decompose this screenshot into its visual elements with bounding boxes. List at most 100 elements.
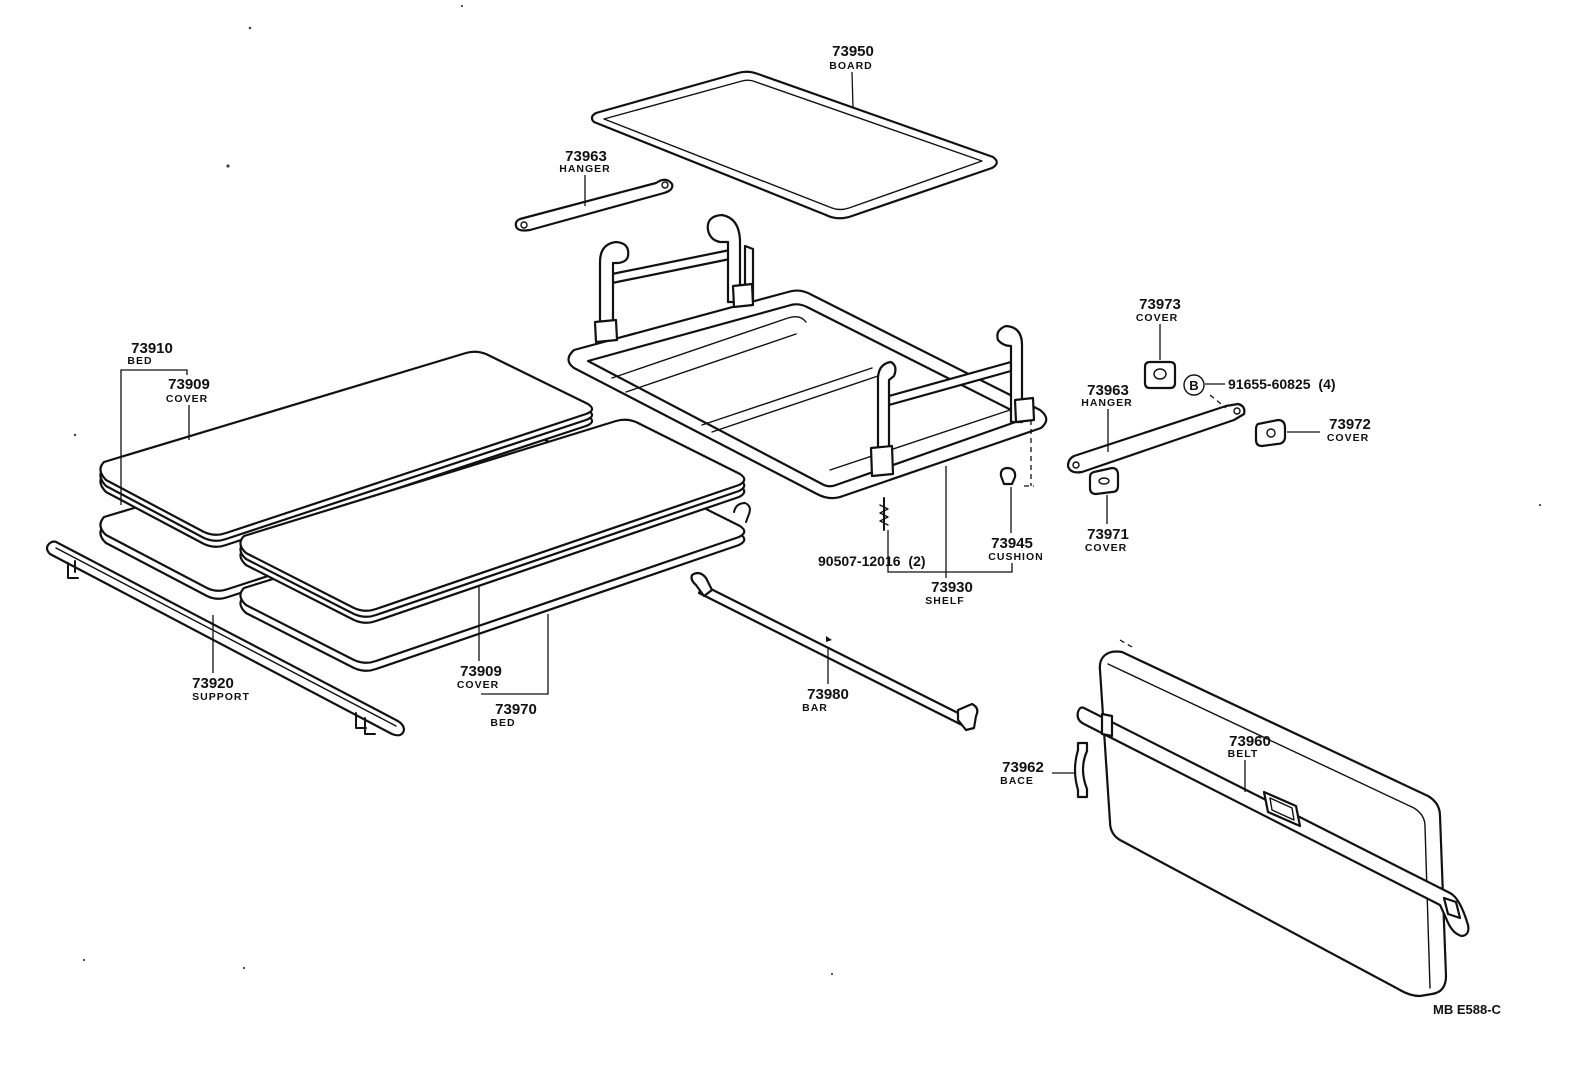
part-number: 73980: [807, 686, 849, 703]
part-name: BAR: [802, 702, 828, 714]
part-name: COVER: [457, 679, 499, 691]
cover-cap: [1143, 360, 1177, 390]
hardware-quantity: (4): [1318, 376, 1335, 392]
cover-73909-middle: [239, 418, 746, 624]
bed-hinge-clip: [733, 502, 751, 523]
part-name: HANGER: [1081, 397, 1133, 409]
part-number: 73971: [1087, 526, 1129, 543]
scan-speck: [460, 4, 464, 8]
hanger-73963-right: [1066, 402, 1246, 474]
hardware-marker-circle: [1183, 374, 1205, 396]
cover-cap-detail: [1266, 428, 1276, 438]
cover-cap-detail: [1153, 368, 1167, 380]
part-number: 73910: [131, 340, 173, 357]
cover-cap: [1254, 418, 1287, 448]
shelf-73930: [567, 213, 1048, 500]
shelf-rail: [625, 333, 797, 393]
bar-73980: [690, 571, 979, 732]
support-rail-edge: [55, 547, 397, 727]
scan-specks: [73, 4, 1542, 976]
mattress-panel: [1098, 650, 1448, 998]
part-number: 73973: [1139, 296, 1181, 313]
part-name: CUSHION: [988, 551, 1043, 563]
part-name: SHELF: [925, 595, 964, 607]
cover-cap-detail: [1098, 477, 1110, 485]
figure-code: MB E588-C: [1433, 1002, 1502, 1017]
callout-labels: 73950 BOARD 73963 HANGER 73910 BED 73909…: [127, 43, 1370, 787]
part-number: 73963: [565, 148, 607, 165]
leader-lines: [120, 71, 1320, 792]
board-outline: [590, 70, 998, 220]
shelf-bracket-post: [876, 360, 897, 472]
belt-strap: [1076, 706, 1470, 938]
part-number: 73945: [991, 535, 1033, 552]
part-number: 73930: [931, 579, 973, 596]
cover-73909-upper-left: [99, 350, 594, 548]
shelf-rail: [701, 367, 873, 426]
hanger-bar: [1066, 402, 1246, 474]
hardware-labels: B 91655-60825 (4) 90507-12016 (2): [818, 374, 1336, 569]
leader-bracket: [120, 369, 188, 505]
cushion-73945: [999, 466, 1017, 486]
scan-speck: [248, 26, 252, 30]
shelf-bracket-post: [598, 240, 630, 340]
scan-speck: [226, 164, 230, 168]
shelf-bracket-post: [996, 324, 1024, 424]
cover-cap: [1088, 466, 1120, 496]
part-name: COVER: [1136, 312, 1178, 324]
hardware-label-bolt: 90507-12016 (2): [818, 553, 926, 569]
hanger-hole: [520, 221, 528, 229]
belt-end-tip: [1442, 896, 1462, 920]
bace-73962: [1073, 741, 1089, 799]
cover-top-face: [239, 418, 746, 612]
part-name: BELT: [1228, 748, 1259, 760]
part-number: 73970: [495, 701, 537, 718]
hardware-label-b: 91655-60825 (4): [1228, 376, 1336, 392]
part-number: 73909: [168, 376, 210, 393]
leader-bracket: [887, 530, 1013, 573]
shelf-bracket-foot: [731, 282, 755, 309]
scan-speck: [1538, 503, 1542, 507]
part-name: BACE: [1000, 775, 1034, 787]
bar-end-fitting: [690, 571, 714, 598]
part-name: COVER: [1085, 542, 1127, 554]
mattress-panel-edge: [1107, 663, 1431, 989]
part-number: 73960: [1229, 733, 1271, 750]
scan-speck: [242, 966, 246, 970]
part-name: SUPPORT: [192, 691, 250, 703]
cover-73972: [1254, 418, 1287, 448]
shelf-bracket-post: [706, 213, 742, 304]
support-73920: [45, 540, 406, 737]
board-rim: [603, 79, 983, 211]
part-name: BED: [127, 355, 152, 367]
hanger-hole: [1233, 407, 1241, 415]
hardware-part-number: 90507-12016: [818, 553, 901, 569]
hardware-part-number: 91655-60825: [1228, 376, 1311, 392]
hanger-hole: [1072, 461, 1080, 469]
bolt-dash-line: [1209, 394, 1227, 409]
hardware-marker-letter: B: [1189, 378, 1198, 393]
hanger-hole: [661, 181, 669, 189]
scan-speck: [830, 972, 834, 976]
belt-buckle-inner: [1269, 797, 1295, 821]
bolt-thread: [879, 504, 889, 526]
part-name: COVER: [1327, 432, 1369, 444]
cover-73971: [1088, 466, 1120, 496]
hanger-bar: [514, 178, 674, 232]
belt-73960-assembly: [1076, 639, 1470, 998]
part-number: 73963: [1087, 382, 1129, 399]
part-name: BOARD: [829, 60, 873, 72]
part-number: 73950: [832, 43, 874, 60]
hanger-73963-top: [514, 178, 674, 232]
belt-buckle: [1262, 790, 1302, 828]
shelf-tray-edge: [611, 315, 807, 379]
part-number: 73909: [460, 663, 502, 680]
part-number: 73972: [1329, 416, 1371, 433]
assembly-dash-line: [1024, 420, 1034, 487]
support-tab: [355, 712, 376, 735]
scan-speck: [73, 433, 77, 437]
part-name: COVER: [166, 393, 208, 405]
part-name: BED: [490, 717, 515, 729]
board-73950: [590, 70, 998, 220]
